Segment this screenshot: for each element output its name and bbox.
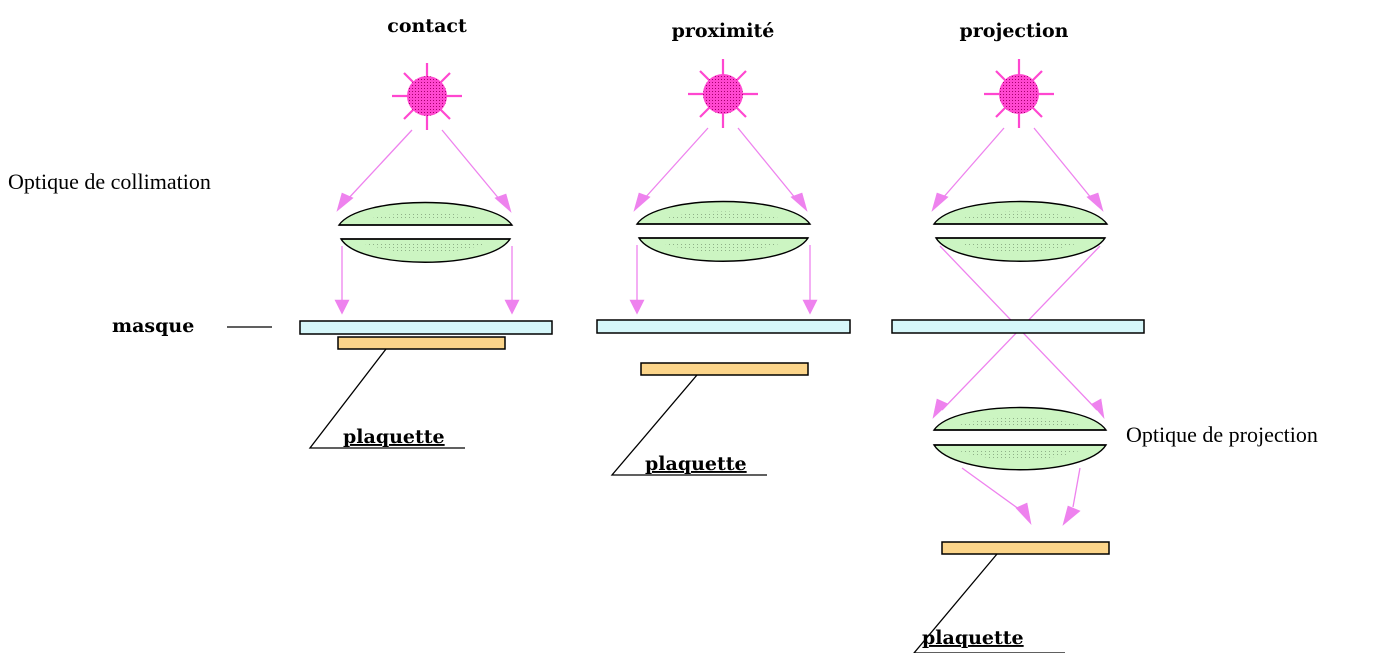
arrowhead: [790, 192, 808, 212]
arrowhead: [1015, 502, 1032, 525]
wafer: [640, 362, 809, 376]
wafer-leader-line: [913, 553, 1065, 653]
ray: [1072, 467, 1081, 508]
arrowhead: [932, 398, 949, 419]
column-contact: plaquette: [299, 63, 553, 449]
arrowhead: [504, 299, 520, 315]
ray: [441, 129, 501, 201]
ray: [643, 127, 709, 200]
ray: [941, 127, 1005, 200]
arrowhead: [336, 192, 354, 212]
light-source-icon: [984, 59, 1054, 128]
label-wafer: plaquette: [645, 453, 747, 475]
wafer-leader-line: [610, 374, 767, 476]
collimation-lens: [337, 201, 514, 263]
label-wafer: plaquette: [922, 627, 1024, 649]
arrowhead: [931, 192, 949, 212]
ray: [346, 129, 413, 201]
mask-plate: [596, 319, 851, 334]
arrowhead: [494, 193, 512, 213]
arrowhead: [802, 299, 818, 315]
light-source-icon: [688, 59, 758, 128]
ray: [961, 467, 1024, 513]
label-mask: masque: [112, 315, 194, 337]
arrowhead: [1086, 192, 1104, 212]
mask-plate: [299, 320, 553, 335]
light-source-icon: [392, 63, 462, 130]
arrowhead: [1091, 398, 1105, 419]
arrowhead: [633, 192, 651, 212]
collimation-lens: [635, 200, 812, 262]
mask-plate: [891, 319, 1145, 334]
projection-lens: [932, 406, 1108, 471]
wafer-leader-line: [308, 348, 465, 449]
title-contact: contact: [387, 15, 467, 37]
wafer: [337, 336, 506, 350]
title-proximite: proximité: [672, 20, 775, 42]
label-projection-optics: Optique de projection: [1126, 422, 1318, 447]
title-projection: projection: [960, 20, 1069, 42]
ray: [737, 127, 797, 200]
ray: [1033, 127, 1093, 200]
column-projection: plaquette: [891, 59, 1145, 653]
wafer: [941, 541, 1110, 555]
arrowhead: [1062, 505, 1081, 526]
label-collimation-optics: Optique de collimation: [8, 169, 211, 194]
column-proximite: plaquette: [596, 59, 851, 476]
arrowhead: [334, 299, 350, 315]
label-wafer: plaquette: [343, 426, 445, 448]
collimation-lens: [932, 200, 1109, 262]
arrowhead: [629, 299, 645, 315]
